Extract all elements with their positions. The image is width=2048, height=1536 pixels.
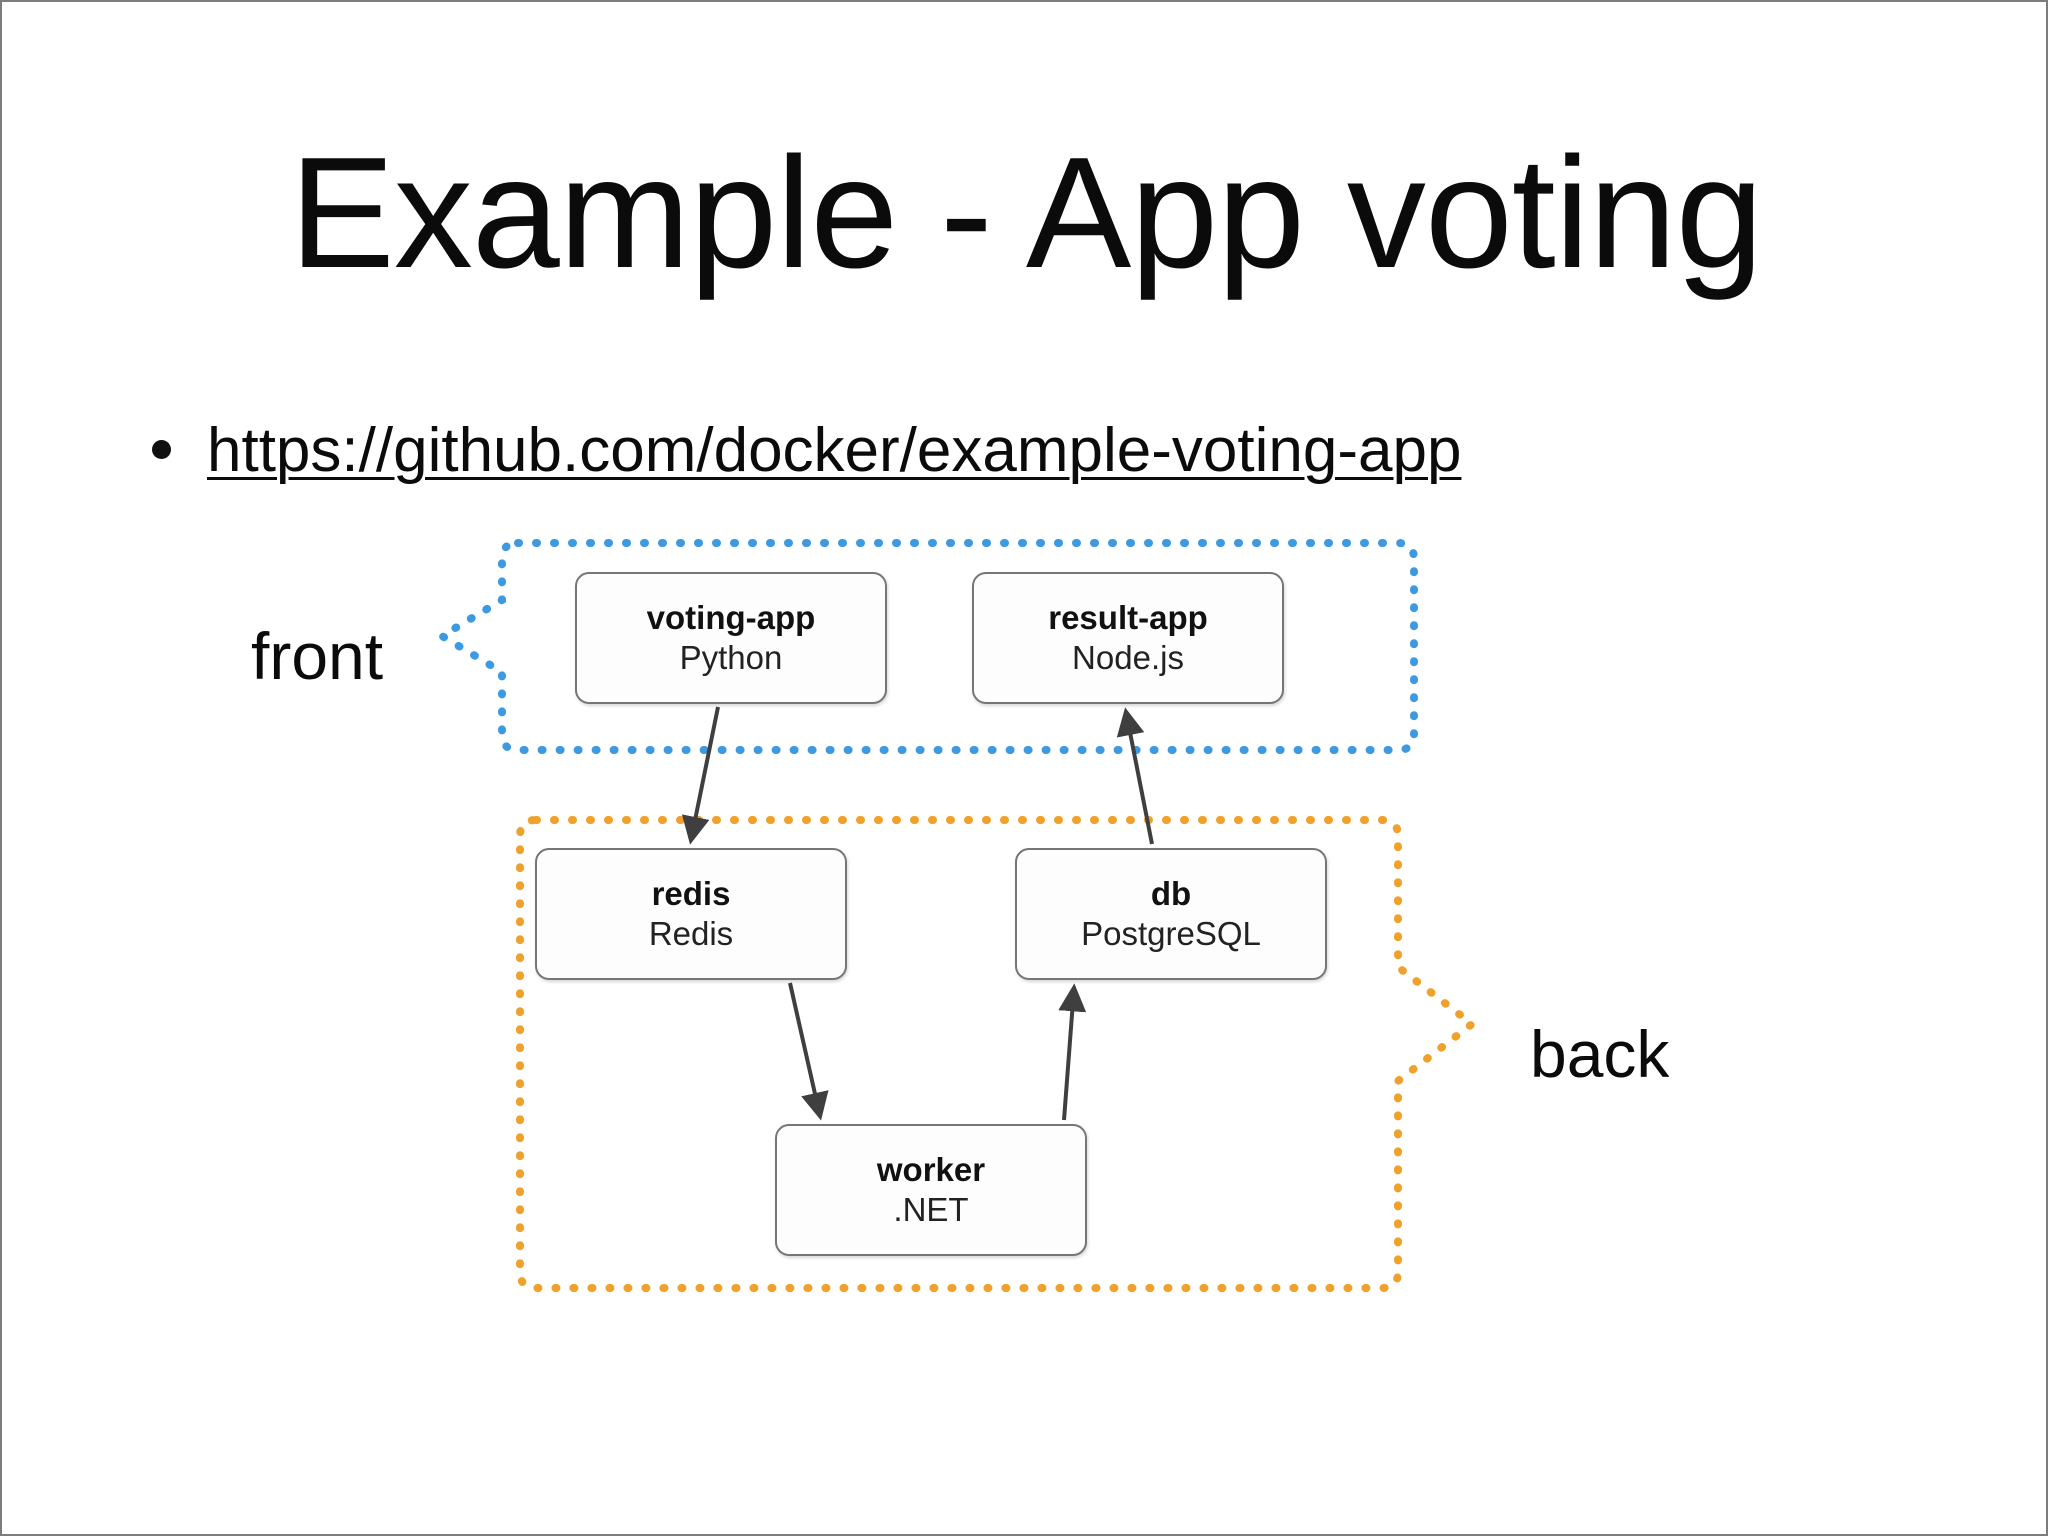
repository-link[interactable]: https://github.com/docker/example-voting… <box>207 416 1462 485</box>
edge-redis-to-worker <box>788 982 829 1121</box>
node-tech: Redis <box>648 915 734 952</box>
front-zone-callout-border <box>434 539 1418 754</box>
node-tech: PostgreSQL <box>1081 915 1261 952</box>
bullet-list-item: https://github.com/docker/example-voting… <box>152 420 1461 482</box>
bullet-point-icon <box>152 440 171 459</box>
node-worker[interactable]: worker .NET <box>775 1124 1087 1256</box>
node-name: voting-app <box>646 599 816 637</box>
zone-label-back: back <box>1530 1017 1670 1091</box>
back-zone-callout-border <box>516 816 1479 1292</box>
node-db[interactable]: db PostgreSQL <box>1015 848 1327 980</box>
zone-label-front: front <box>251 619 384 693</box>
node-tech: .NET <box>893 1191 969 1228</box>
node-tech: Node.js <box>1072 639 1184 676</box>
node-name: redis <box>651 875 731 913</box>
node-voting-app[interactable]: voting-app Python <box>575 572 887 704</box>
node-result-app[interactable]: result-app Node.js <box>972 572 1284 704</box>
edge-db-to-result-app <box>1116 707 1154 845</box>
node-name: worker <box>876 1151 986 1189</box>
page-title: Example - App voting <box>289 125 1763 301</box>
diagram-graphics <box>434 539 1479 1292</box>
edge-voting-app-to-redis <box>681 706 720 845</box>
node-name: db <box>1150 875 1192 913</box>
node-redis[interactable]: redis Redis <box>535 848 847 980</box>
node-tech: Python <box>679 639 783 676</box>
node-name: result-app <box>1048 599 1208 637</box>
architecture-diagram: front back voting-app Python result-app … <box>2 502 2046 1302</box>
edge-worker-to-db <box>1058 983 1087 1121</box>
